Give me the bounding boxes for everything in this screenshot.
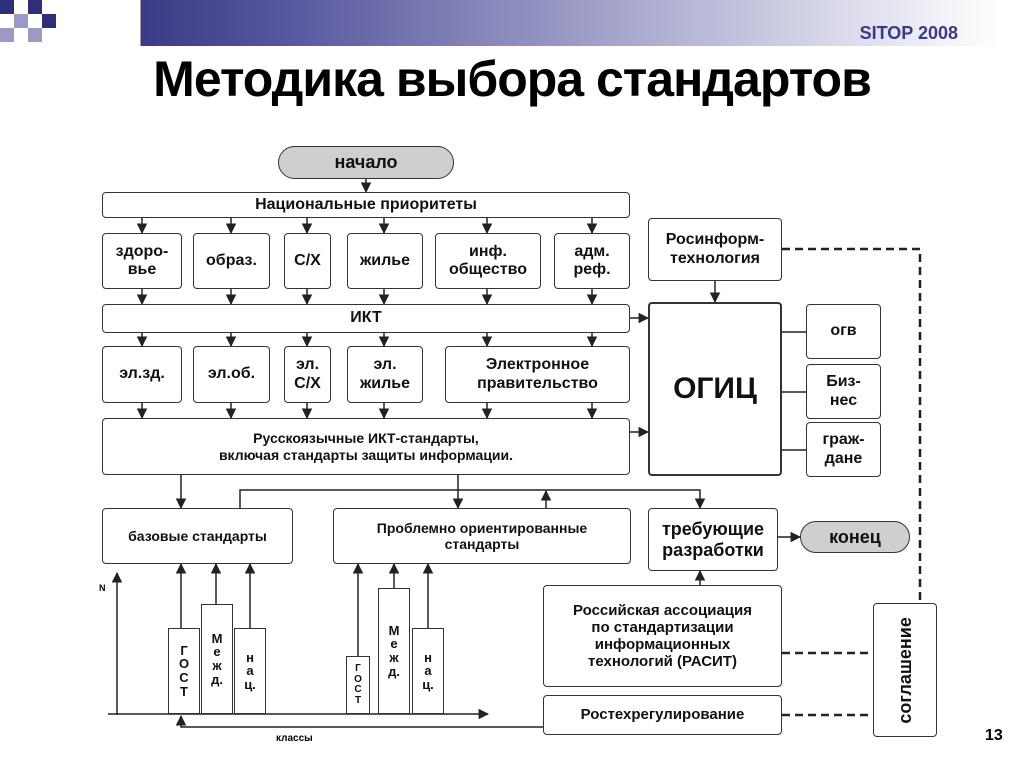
ict-housing: эл. жилье <box>347 346 423 403</box>
bar-right-intl: Межд. <box>378 588 410 714</box>
ict-health: эл.зд. <box>102 346 182 403</box>
axis-classes-label: классы <box>276 733 313 744</box>
bar-right-gost: ГОСТ <box>346 656 370 714</box>
national-priorities-box: Национальные приоритеты <box>102 192 630 218</box>
corner-square-3 <box>14 14 28 28</box>
end-node: конец <box>800 521 910 553</box>
bar-right-national: нац. <box>412 628 444 714</box>
ict-e-government: Электронное правительство <box>445 346 630 403</box>
corner-square-6 <box>0 28 14 42</box>
start-node: начало <box>278 146 454 179</box>
priority-agriculture: С/Х <box>284 233 331 289</box>
ogic-box: ОГИЦ <box>648 302 782 476</box>
agreement-box: соглашение <box>873 603 937 737</box>
ogv-box: огв <box>806 304 881 359</box>
base-standards-box: базовые стандарты <box>102 508 293 564</box>
rasit-box: Российская ассоциация по стандартизации … <box>543 585 782 687</box>
line-rostekh-back <box>175 714 543 728</box>
ict-education: эл.об. <box>193 346 270 403</box>
ru-standards-box: Русскоязычные ИКТ-стандарты, включая ста… <box>102 418 630 475</box>
ict-box: ИКТ <box>102 304 630 333</box>
priority-health: здоро- вье <box>102 233 182 289</box>
corner-square-4 <box>42 14 56 28</box>
corner-square-1 <box>0 0 14 14</box>
dashed-rosinform-agreement <box>782 247 922 603</box>
header-gradient-band <box>0 0 1024 46</box>
corner-square-5 <box>28 28 42 42</box>
page-title: Методика выбора стандартов <box>153 51 872 107</box>
agreement-label: соглашение <box>894 616 915 724</box>
line-bus <box>239 489 706 510</box>
problem-standards-box: Проблемно ориентированные стандарты <box>333 508 631 564</box>
bar-left-gost: ГОСТ <box>168 628 200 714</box>
priority-info-society: инф. общество <box>435 233 541 289</box>
priority-education: образ. <box>193 233 270 289</box>
priority-housing: жилье <box>347 233 423 289</box>
priority-admin-reform: адм. реф. <box>554 233 630 289</box>
axis-n-label: N <box>99 583 106 593</box>
ict-agriculture: эл. С/Х <box>284 346 331 403</box>
bar-left-intl: Межд. <box>201 604 233 714</box>
rosinform-box: Росинформ- технология <box>648 218 782 281</box>
brand-label: SITOP 2008 <box>859 23 958 43</box>
business-box: Биз- нес <box>806 364 881 419</box>
corner-square-2 <box>28 0 42 14</box>
rostekh-box: Ростехрегулирование <box>543 695 782 735</box>
citizens-box: граж- дане <box>806 422 881 477</box>
page-number: 13 <box>985 727 1003 744</box>
need-dev-box: требующие разработки <box>648 508 778 571</box>
bar-left-national: нац. <box>234 628 266 714</box>
